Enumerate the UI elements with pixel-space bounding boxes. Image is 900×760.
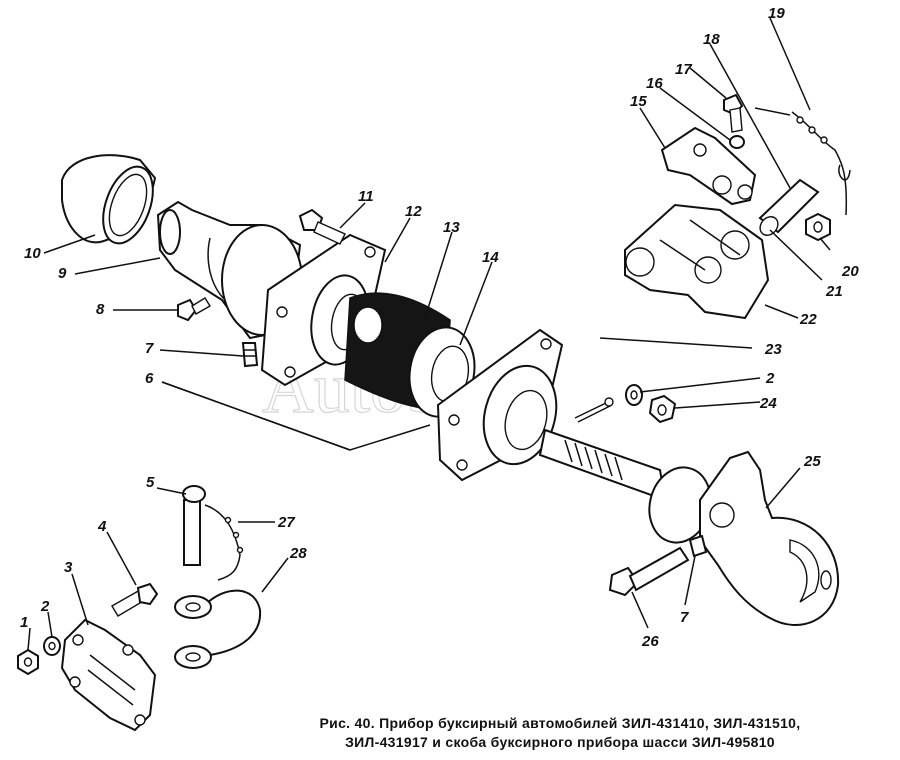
label-9: 9 (58, 265, 67, 282)
label-23: 23 (764, 341, 782, 358)
label-26: 26 (641, 633, 659, 650)
label-2-right: 2 (765, 370, 775, 387)
label-10: 10 (24, 245, 41, 262)
part-22-coupling-bracket (624, 203, 770, 320)
part-8-bolt (177, 297, 211, 322)
part-15-bracket (660, 126, 757, 206)
part-17-bolt (723, 93, 744, 133)
part-7-grease-fitting-hook (688, 534, 708, 558)
label-5: 5 (146, 474, 155, 491)
part-1-nut (17, 648, 39, 676)
label-19: 19 (768, 5, 785, 22)
part-2-washer-left (43, 636, 61, 656)
part-11-bolt (298, 208, 346, 245)
label-17: 17 (675, 61, 692, 78)
label-8: 8 (96, 301, 105, 318)
label-20: 20 (841, 263, 859, 280)
part-25-hook (699, 450, 840, 627)
part-28-shackle (174, 589, 262, 669)
caption-line-1: Рис. 40. Прибор буксирный автомобилей ЗИ… (319, 715, 801, 731)
label-25: 25 (803, 453, 821, 470)
label-13: 13 (443, 219, 460, 236)
part-18-pin (758, 178, 820, 236)
part-25-hook-shank (538, 428, 712, 544)
label-21: 21 (825, 283, 843, 300)
label-27: 27 (277, 514, 295, 531)
label-14: 14 (482, 249, 499, 266)
part-2-washer-right (625, 384, 643, 406)
label-4: 4 (97, 518, 107, 535)
label-1: 1 (20, 614, 28, 631)
part-10-cap (61, 154, 157, 245)
part-27-chain (204, 504, 244, 581)
part-6-front-flange (436, 328, 564, 482)
label-22: 22 (799, 311, 817, 328)
part-4-bolt (111, 582, 159, 617)
label-16: 16 (646, 75, 663, 92)
part-24-nut (648, 394, 677, 424)
part-7-grease-fitting (241, 342, 259, 368)
label-28: 28 (289, 545, 307, 562)
part-5-pin (182, 485, 206, 566)
label-11: 11 (358, 188, 374, 205)
callout-labels: 1 2 3 4 5 6 7 7 8 9 10 11 12 13 14 15 16… (20, 5, 859, 650)
leader-lines (27, 17, 831, 651)
label-15: 15 (630, 93, 647, 110)
label-7-lower: 7 (680, 609, 689, 626)
label-18: 18 (703, 31, 720, 48)
part-23-cotter-pin (574, 397, 614, 423)
label-24: 24 (759, 395, 777, 412)
part-26-bolt (608, 546, 690, 597)
figure-caption: Рис. 40. Прибор буксирный автомобилей ЗИ… (250, 714, 870, 752)
label-2-left: 2 (40, 598, 50, 615)
caption-line-2: ЗИЛ-431917 и скоба буксирного прибора ша… (345, 734, 775, 750)
label-7-upper: 7 (145, 340, 154, 357)
part-20-castle-nut (805, 212, 831, 242)
label-3: 3 (64, 559, 73, 576)
part-16-washer (729, 135, 745, 149)
part-3-bracket (60, 618, 157, 732)
part-19-chain (754, 107, 851, 216)
part-9-housing (156, 200, 303, 340)
label-12: 12 (405, 203, 422, 220)
label-6: 6 (145, 370, 154, 387)
